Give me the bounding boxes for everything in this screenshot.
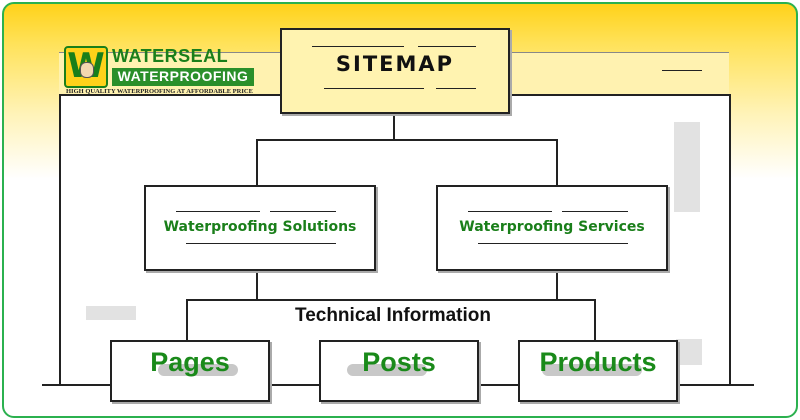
mockup-sidebar-block [674,122,700,212]
logo-brand-subname: WATERPROOFING [117,68,249,84]
branch-node-services: Waterproofing Services [436,185,668,271]
connector-leaf-bar [186,299,596,301]
mockup-text-block [86,306,136,320]
connector-left-branch [256,139,258,186]
highlight-pill [158,364,238,376]
decor-line [418,46,476,47]
logo-mark: W [64,46,108,88]
branch-label-solutions: Waterproofing Solutions [163,219,357,235]
mockup-menu-line [662,70,702,71]
decor-line [312,46,404,47]
highlight-pill [542,364,642,376]
decor-line [324,88,424,89]
branch-node-solutions: Waterproofing Solutions [144,185,376,271]
decor-line [176,211,260,212]
connector-root-down [393,112,395,140]
logo-tagline: HIGH QUALITY WATERPROOFING AT AFFORDABLE… [66,88,253,95]
decor-line [562,211,628,212]
logo-brand-banner: WATERPROOFING [112,68,254,86]
sitemap-title: SITEMAP [335,52,455,76]
decor-line [270,211,336,212]
connector-right-down [556,266,558,300]
highlight-pill [347,364,427,376]
decor-line [468,211,552,212]
decor-line [436,88,476,89]
decor-line [186,243,336,244]
connector-branch-bar [256,139,558,141]
connector-left-down [256,266,258,300]
logo-brand-name: WATERSEAL [112,46,229,66]
leaf-label-pages: Pages [150,347,230,377]
company-logo: W WATERSEAL WATERPROOFING HIGH QUALITY W… [64,46,254,96]
leaf-label-posts: Posts [362,347,436,377]
worker-face-icon [80,62,94,78]
leaf-label-products: Products [539,347,657,377]
leaf-node-posts: Posts [319,340,479,402]
mockup-corner-block [676,339,702,365]
technical-information-label: Technical Information [293,305,494,327]
sitemap-root-node: SITEMAP [280,28,510,114]
connector-right-branch [556,139,558,186]
decor-line [478,243,628,244]
leaf-node-pages: Pages [110,340,270,402]
branch-label-services: Waterproofing Services [459,219,645,235]
leaf-node-products: Products [518,340,678,402]
connector-leaf-left [186,299,188,341]
connector-leaf-right [594,299,596,341]
